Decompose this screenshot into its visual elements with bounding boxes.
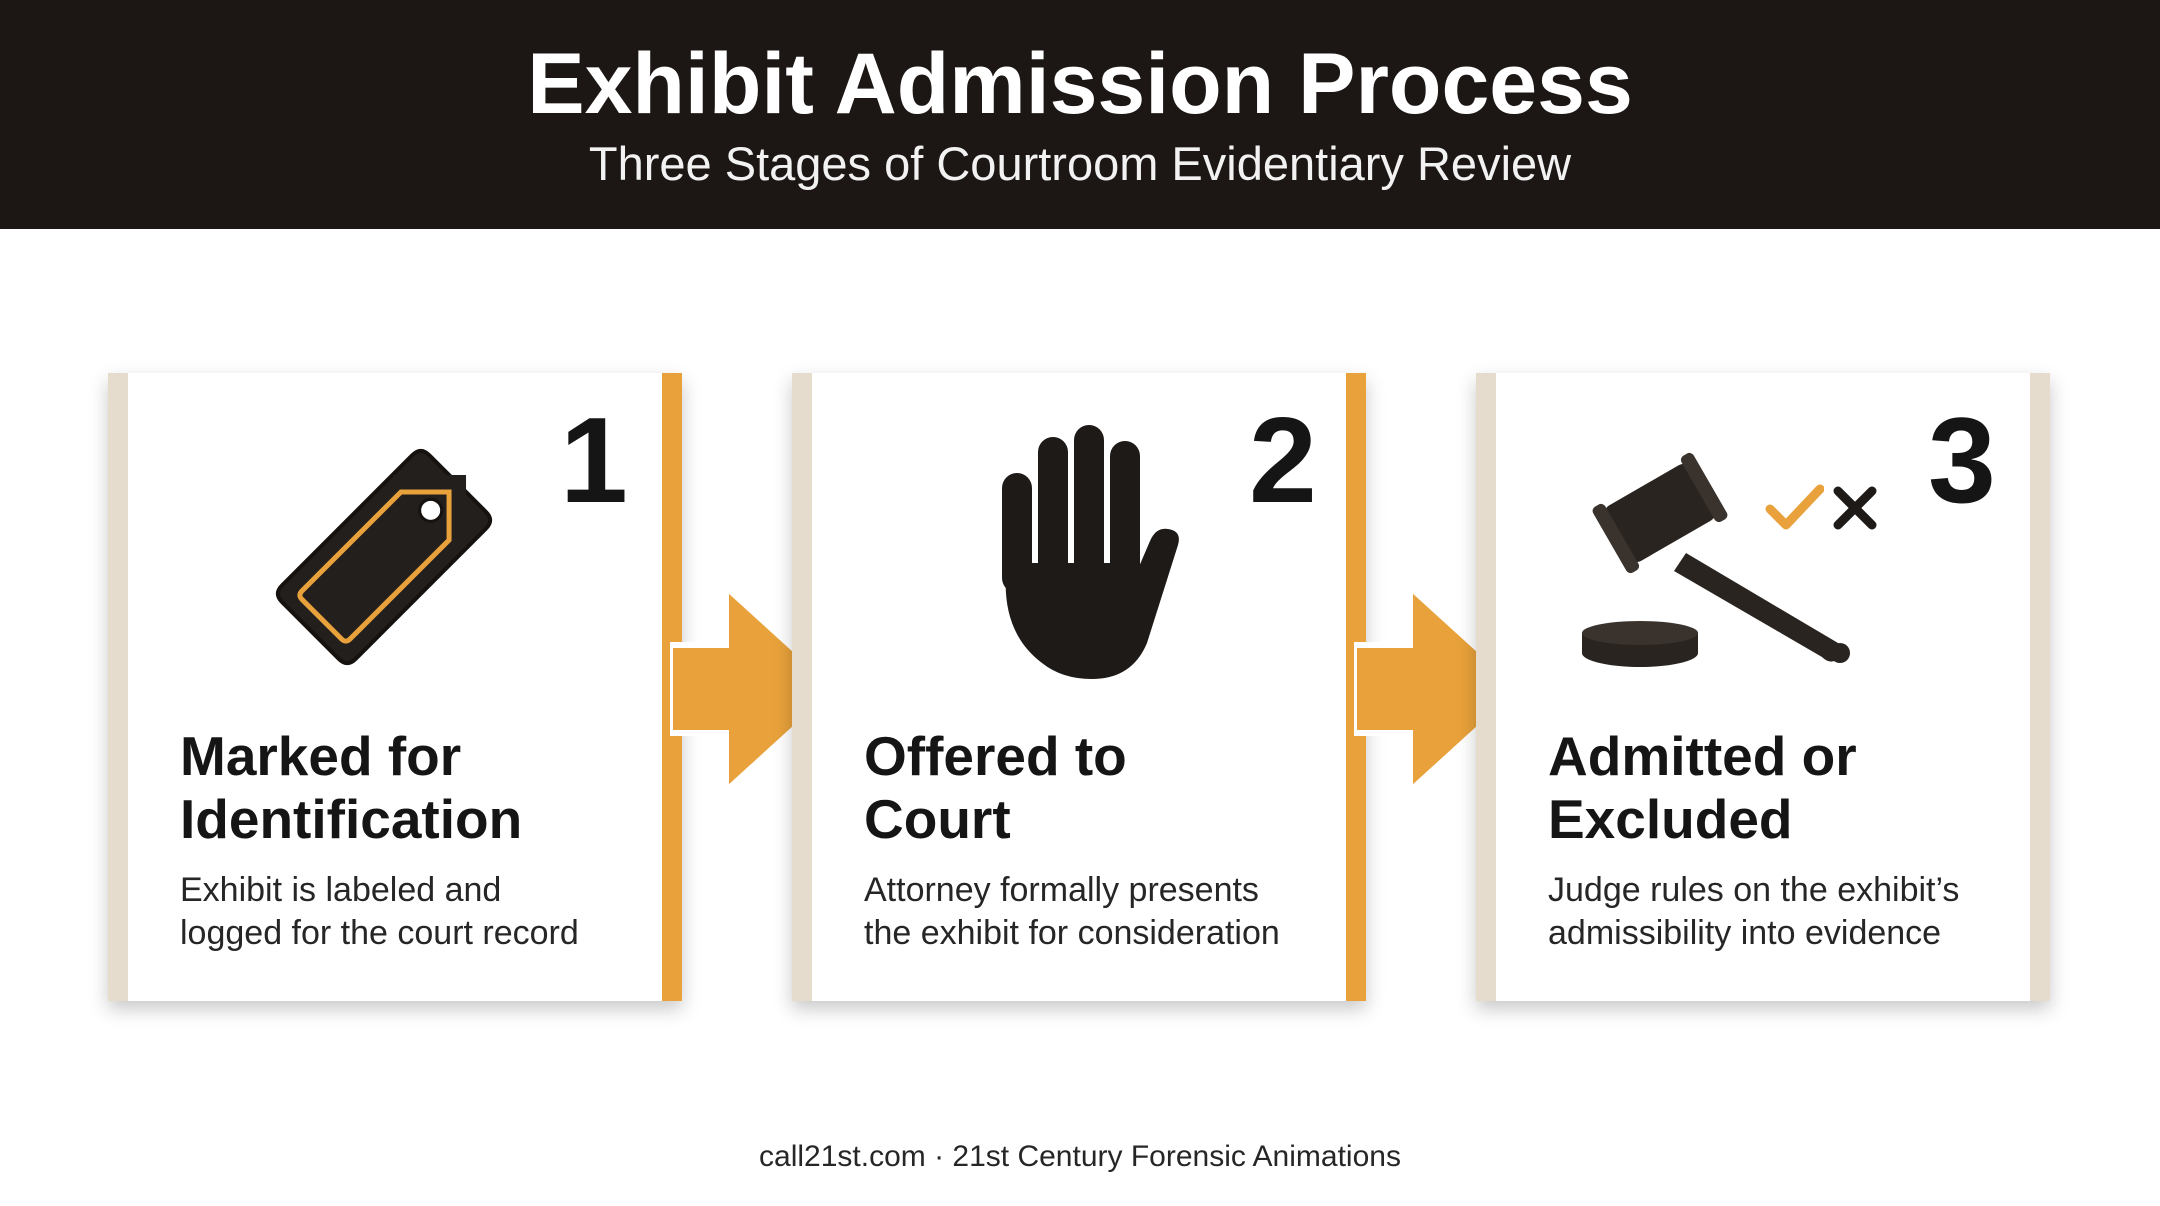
step-number: 1 [560, 392, 628, 528]
step-card-2: 2 Offered to Court Attorney formally pre… [792, 373, 1366, 1001]
step-description-line: logged for the court record [180, 914, 579, 952]
card-left-stripe [108, 373, 128, 1001]
step-title-line: Excluded [1548, 788, 1793, 850]
step-title-line: Marked for [180, 725, 462, 787]
step-description: Attorney formally presents the exhibit f… [864, 869, 1344, 955]
step-card-1: 1 Marked for Identification Exhibit is l… [108, 373, 682, 1001]
step-description-line: Exhibit is labeled and [180, 871, 502, 909]
step-title-line: Court [864, 788, 1011, 850]
card-left-stripe [792, 373, 812, 1001]
step-description: Exhibit is labeled and logged for the co… [180, 869, 660, 955]
step-title-line: Identification [180, 788, 523, 850]
step-description: Judge rules on the exhibit’s admissibili… [1548, 869, 2028, 955]
page-title: Exhibit Admission Process [527, 36, 1633, 132]
step-title-line: Offered to [864, 725, 1127, 787]
card-accent-bar [2030, 373, 2050, 1001]
header-banner: Exhibit Admission Process Three Stages o… [0, 0, 2160, 229]
step-number: 2 [1249, 392, 1317, 528]
gavel-icon [1576, 433, 1856, 683]
step-description-line: the exhibit for consideration [864, 914, 1280, 952]
step-title: Offered to Court [864, 725, 1344, 851]
step-description-line: admissibility into evidence [1548, 914, 1942, 952]
step-description-line: Attorney formally presents [864, 871, 1259, 909]
step-number: 3 [1928, 392, 1996, 528]
hand-icon [992, 423, 1182, 683]
step-title-line: Admitted or [1548, 725, 1857, 787]
step-title: Admitted or Excluded [1548, 725, 2028, 851]
x-mark-icon [1830, 483, 1880, 533]
check-icon [1764, 483, 1825, 533]
arrow-right-icon [1351, 580, 1527, 798]
step-description-line: Judge rules on the exhibit’s [1548, 871, 1960, 909]
footer-credit: call21st.com · 21st Century Forensic Ani… [759, 1140, 1401, 1173]
arrow-right-icon [667, 580, 843, 798]
card-left-stripe [1476, 373, 1496, 1001]
tag-icon [260, 433, 508, 681]
page-subtitle: Three Stages of Courtroom Evidentiary Re… [588, 137, 1572, 190]
step-card-3: 3 Admitted or Excluded Judge rules on th… [1476, 373, 2050, 1001]
step-title: Marked for Identification [180, 725, 660, 851]
